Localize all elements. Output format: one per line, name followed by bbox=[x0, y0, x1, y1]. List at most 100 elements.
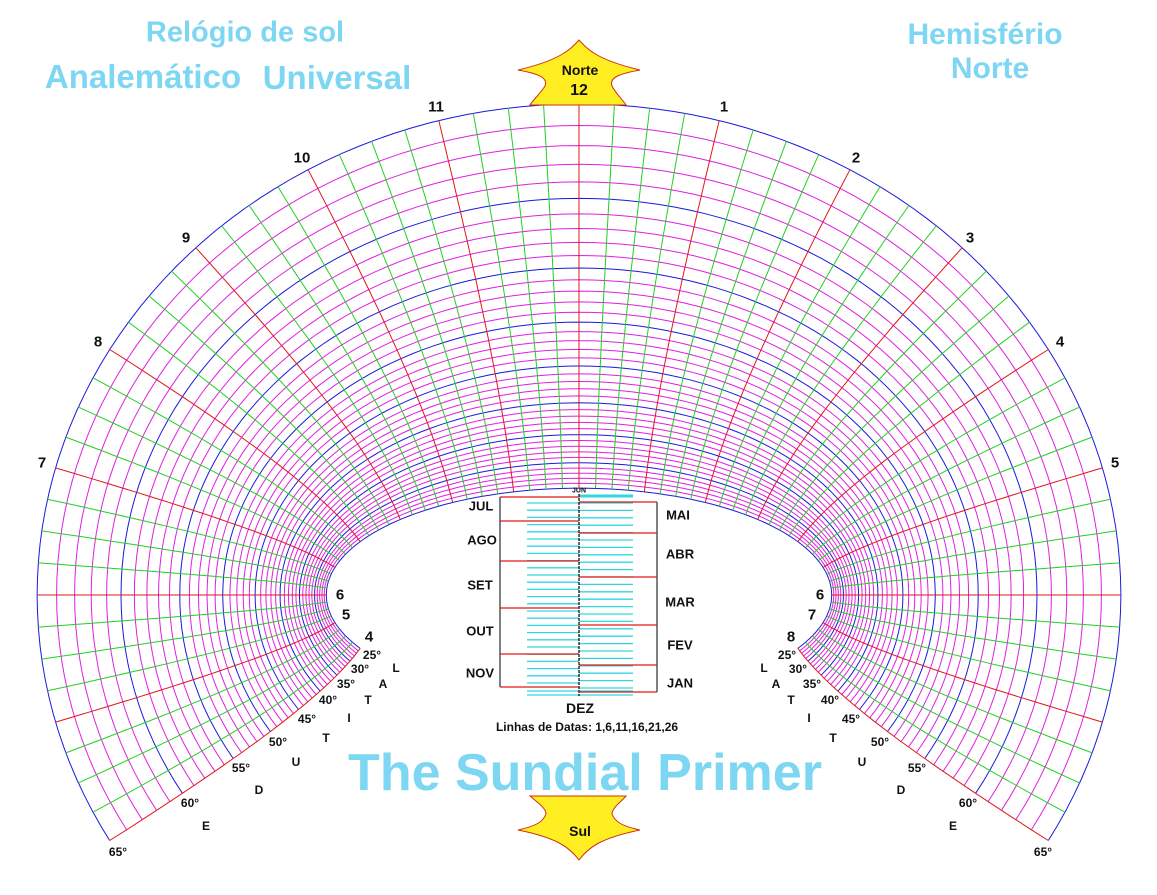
latitude-word-letter: U bbox=[291, 755, 301, 769]
hour-label-12: 12 bbox=[570, 82, 588, 99]
latitude-label-right: 40° bbox=[820, 693, 840, 707]
quarter-hour-line bbox=[611, 108, 651, 490]
latitude-label-right: 60° bbox=[958, 796, 978, 810]
latitude-label-left: 65° bbox=[108, 845, 128, 859]
quarter-hour-line bbox=[768, 270, 987, 525]
title-analematico: Analemático bbox=[44, 58, 242, 95]
quarter-hour-line bbox=[472, 113, 531, 491]
latitude-word-letter: I bbox=[347, 711, 351, 725]
hour-label-left: 6 bbox=[335, 586, 345, 604]
quarter-hour-line bbox=[92, 641, 353, 813]
latitude-label-left: 35° bbox=[336, 677, 356, 691]
quarter-hour-line bbox=[47, 615, 332, 692]
latitude-word-letter: T bbox=[322, 731, 330, 745]
hour-line bbox=[109, 648, 361, 841]
latitude-label-left: 55° bbox=[231, 761, 251, 775]
hour-line bbox=[55, 622, 336, 723]
quarter-hour-line bbox=[826, 615, 1111, 692]
quarter-hour-line bbox=[805, 377, 1066, 549]
month-label-right: ABR bbox=[665, 546, 695, 562]
south-label: Sul bbox=[569, 823, 591, 839]
latitude-label-right: 30° bbox=[788, 662, 808, 676]
latitude-word-letter: D bbox=[254, 783, 264, 797]
quarter-hour-line bbox=[817, 628, 1093, 754]
quarter-hour-line bbox=[788, 321, 1030, 536]
quarter-hour-line bbox=[690, 154, 820, 500]
hour-label-right: 2 bbox=[851, 149, 861, 167]
quarter-hour-line bbox=[543, 104, 563, 489]
south-arrow bbox=[517, 795, 641, 861]
month-label-right: MAI bbox=[666, 507, 690, 523]
latitude-word-letter: A bbox=[378, 677, 388, 691]
hour-label-right: 7 bbox=[807, 606, 817, 624]
quarter-hour-line bbox=[675, 141, 787, 497]
hour-line bbox=[797, 648, 1049, 841]
month-label-left: SET bbox=[467, 577, 493, 593]
quarter-hour-line bbox=[248, 205, 426, 511]
hour-label-left: 7 bbox=[37, 454, 47, 472]
quarter-hour-line bbox=[41, 530, 329, 582]
month-label-left: AGO bbox=[467, 532, 497, 548]
hour-label-right: 1 bbox=[719, 98, 729, 116]
month-jun: JUN bbox=[571, 487, 587, 495]
quarter-hour-line bbox=[732, 205, 910, 511]
hour-label-left: 4 bbox=[364, 628, 374, 646]
hemisphere-norte: Norte bbox=[950, 52, 1030, 85]
quarter-hour-line bbox=[826, 498, 1111, 575]
quarter-hour-line bbox=[805, 641, 1066, 813]
footer-title: The Sundial Primer bbox=[348, 744, 822, 802]
hour-label-right: 3 bbox=[965, 229, 975, 247]
hemisphere-label: Hemisfério bbox=[907, 18, 1063, 51]
latitude-label-right: 55° bbox=[907, 761, 927, 775]
latitude-label-left: 50° bbox=[268, 735, 288, 749]
hour-label-left: 5 bbox=[341, 606, 351, 624]
latitude-word-letter: D bbox=[896, 783, 906, 797]
hour-line bbox=[307, 169, 454, 503]
latitude-word-letter: U bbox=[857, 755, 867, 769]
quarter-hour-line bbox=[338, 154, 468, 500]
latitude-word-letter: I bbox=[807, 711, 811, 725]
month-label-right: FEV bbox=[667, 637, 693, 653]
latitude-label-left: 60° bbox=[180, 796, 200, 810]
latitude-label-right: 50° bbox=[870, 735, 890, 749]
latitude-label-right: 45° bbox=[841, 712, 861, 726]
quarter-hour-line bbox=[404, 129, 499, 494]
hour-label-left: 10 bbox=[293, 149, 311, 167]
north-arrow bbox=[517, 39, 641, 106]
month-label-left: OUT bbox=[466, 623, 494, 639]
quarter-hour-line bbox=[65, 436, 341, 562]
hour-line bbox=[109, 349, 361, 542]
quarter-hour-line bbox=[831, 562, 1120, 589]
month-dez: DEZ bbox=[566, 700, 594, 716]
hour-label-left: 9 bbox=[181, 229, 191, 247]
quarter-hour-line bbox=[745, 225, 937, 515]
quarter-hour-line bbox=[38, 562, 327, 589]
latitude-label-right: 65° bbox=[1033, 845, 1053, 859]
hour-label-right: 5 bbox=[1110, 454, 1120, 472]
quarter-hour-line bbox=[78, 635, 346, 784]
latitude-word-letter: T bbox=[364, 693, 372, 707]
latitude-word-letter: A bbox=[771, 677, 781, 691]
hour-label-right: 8 bbox=[786, 628, 796, 646]
quarter-hour-line bbox=[779, 295, 1010, 531]
hour-line bbox=[704, 169, 851, 503]
hour-line bbox=[822, 467, 1103, 568]
quarter-hour-line bbox=[817, 436, 1093, 562]
month-label-left: JUL bbox=[468, 498, 494, 514]
month-label-right: MAR bbox=[665, 594, 695, 610]
north-label: Norte bbox=[561, 62, 599, 78]
quarter-hour-line bbox=[92, 377, 353, 549]
hour-line bbox=[195, 247, 401, 520]
quarter-hour-line bbox=[65, 628, 341, 754]
quarter-hour-line bbox=[41, 608, 329, 660]
quarter-hour-line bbox=[171, 270, 390, 525]
quarter-hour-line bbox=[829, 530, 1117, 582]
quarter-hour-line bbox=[718, 186, 881, 507]
hour-line bbox=[55, 467, 336, 568]
quarter-hour-line bbox=[148, 295, 379, 531]
month-label-right: JAN bbox=[666, 675, 694, 691]
title-line1: Relógio de sol bbox=[145, 16, 345, 49]
quarter-hour-line bbox=[812, 635, 1080, 784]
